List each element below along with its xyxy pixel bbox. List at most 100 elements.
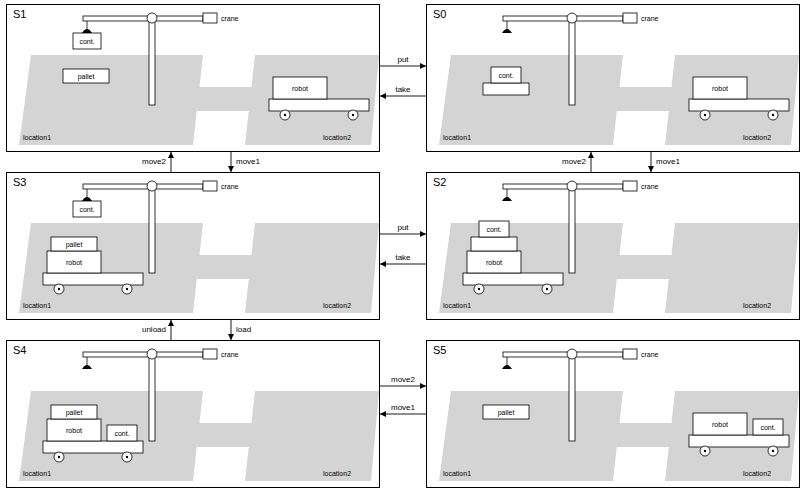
state-illustration bbox=[427, 173, 801, 321]
action-label: move1 bbox=[235, 158, 261, 166]
corridor bbox=[187, 87, 257, 111]
crane-cable bbox=[507, 189, 508, 197]
location-platform bbox=[19, 391, 203, 481]
robot-cab bbox=[273, 77, 327, 99]
part-label: cont. bbox=[79, 38, 94, 45]
container-shape bbox=[753, 419, 783, 435]
transition-arrow bbox=[168, 152, 174, 172]
crane-mast bbox=[149, 187, 155, 273]
transition-arrow bbox=[168, 320, 174, 340]
robot-wheel bbox=[122, 284, 132, 294]
location-platform bbox=[245, 223, 379, 313]
robot-wheel bbox=[542, 284, 552, 294]
part-label: location1 bbox=[443, 470, 471, 477]
crane-hook bbox=[82, 365, 92, 369]
robot-axle bbox=[58, 288, 60, 290]
transition-arrow bbox=[588, 152, 594, 172]
corridor bbox=[187, 423, 257, 447]
location-platform bbox=[439, 391, 623, 481]
crane-mast bbox=[569, 355, 575, 441]
container-shape bbox=[73, 33, 101, 49]
crane-mast bbox=[149, 355, 155, 441]
arrow-line bbox=[380, 66, 426, 67]
state-box: S4cranepalletrobotcont.location1location… bbox=[6, 340, 380, 488]
crane-counterweight bbox=[203, 181, 217, 191]
part-label: location1 bbox=[23, 134, 51, 141]
robot-cab bbox=[693, 413, 747, 435]
part-label: location2 bbox=[743, 134, 771, 141]
crane-pivot bbox=[567, 181, 577, 191]
crane-jib bbox=[503, 184, 623, 189]
state-illustration bbox=[427, 5, 801, 153]
crane-counterweight bbox=[623, 13, 637, 23]
action-label: move2 bbox=[561, 158, 587, 166]
corridor bbox=[607, 255, 677, 279]
crane-pivot bbox=[147, 13, 157, 23]
location-platform bbox=[19, 223, 203, 313]
state-name: S4 bbox=[13, 344, 26, 356]
crane-pivot bbox=[567, 349, 577, 359]
part-label: crane bbox=[641, 351, 659, 358]
location-platform bbox=[245, 391, 379, 481]
robot-wheel bbox=[280, 110, 290, 120]
part-label: robot bbox=[486, 259, 502, 266]
state-illustration bbox=[427, 341, 801, 489]
action-label: take bbox=[394, 254, 411, 262]
part-label: location2 bbox=[323, 470, 351, 477]
crane-counterweight bbox=[623, 349, 637, 359]
action-label: unload bbox=[141, 326, 167, 334]
corridor bbox=[607, 87, 677, 111]
part-label: location2 bbox=[743, 470, 771, 477]
action-label: move2 bbox=[390, 376, 416, 384]
pallet-shape bbox=[483, 83, 529, 95]
location-platform bbox=[439, 55, 623, 145]
robot-cab bbox=[467, 251, 521, 273]
part-label: pallet bbox=[78, 73, 95, 80]
arrow-head bbox=[380, 411, 386, 417]
crane-hook bbox=[502, 29, 512, 33]
crane-jib bbox=[83, 16, 203, 21]
crane-counterweight bbox=[203, 13, 217, 23]
arrow-head bbox=[588, 152, 594, 158]
crane-jib bbox=[503, 352, 623, 357]
crane-jib bbox=[83, 184, 203, 189]
part-label: location1 bbox=[23, 470, 51, 477]
crane-hook bbox=[82, 197, 92, 201]
action-label: move1 bbox=[655, 158, 681, 166]
part-label: pallet bbox=[66, 409, 83, 416]
robot-axle bbox=[126, 288, 128, 290]
action-label: move2 bbox=[141, 158, 167, 166]
part-label: cont. bbox=[114, 430, 129, 437]
crane-pivot bbox=[567, 13, 577, 23]
crane-cable bbox=[507, 21, 508, 29]
state-illustration bbox=[7, 5, 381, 153]
crane-mast bbox=[569, 187, 575, 273]
part-label: cont. bbox=[79, 206, 94, 213]
crane-cable bbox=[507, 357, 508, 365]
robot-wheel bbox=[54, 284, 64, 294]
state-name: S0 bbox=[433, 8, 446, 20]
location-platform bbox=[665, 223, 799, 313]
robot-wheel bbox=[700, 110, 710, 120]
robot-wheel bbox=[54, 452, 64, 462]
crane-cable bbox=[87, 357, 88, 365]
state-box: S2cranecont.robotlocation1location2 bbox=[426, 172, 800, 320]
arrow-line bbox=[380, 414, 426, 415]
part-label: crane bbox=[641, 15, 659, 22]
robot-axle bbox=[546, 288, 548, 290]
crane-mast bbox=[149, 19, 155, 105]
crane-hook bbox=[82, 29, 92, 33]
robot-bed bbox=[269, 99, 369, 111]
corridor bbox=[607, 423, 677, 447]
crane-cable bbox=[87, 189, 88, 197]
part-label: crane bbox=[641, 183, 659, 190]
robot-axle bbox=[772, 114, 774, 116]
part-label: location2 bbox=[323, 134, 351, 141]
part-label: crane bbox=[221, 351, 239, 358]
state-name: S2 bbox=[433, 176, 446, 188]
crane-jib bbox=[83, 352, 203, 357]
part-label: location1 bbox=[443, 302, 471, 309]
location-platform bbox=[665, 55, 799, 145]
robot-wheel bbox=[348, 110, 358, 120]
part-label: cont. bbox=[486, 226, 501, 233]
